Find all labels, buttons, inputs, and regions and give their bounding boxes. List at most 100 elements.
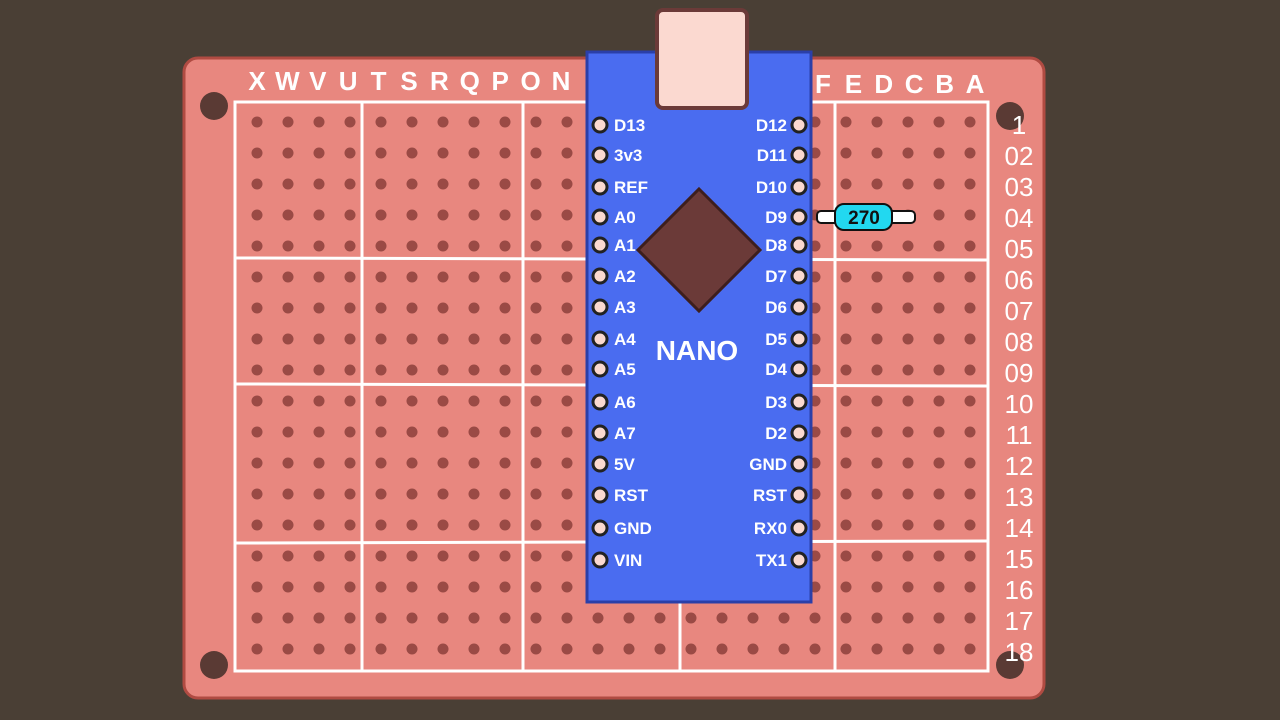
- pin-right[interactable]: [790, 267, 808, 285]
- row-number: 03: [1005, 172, 1034, 202]
- pin-left[interactable]: [591, 330, 609, 348]
- board-hole: [561, 209, 573, 221]
- board-hole: [840, 488, 852, 500]
- board-hole: [375, 643, 387, 655]
- board-hole: [282, 333, 294, 345]
- pin-label-right: D9: [765, 208, 787, 227]
- board-hole: [437, 209, 449, 221]
- board-hole: [282, 426, 294, 438]
- pin-right[interactable]: [790, 146, 808, 164]
- row-number: 06: [1005, 265, 1034, 295]
- pin-left[interactable]: [591, 486, 609, 504]
- pin-left[interactable]: [591, 146, 609, 164]
- pin-left[interactable]: [591, 519, 609, 537]
- column-letter: S: [400, 66, 417, 96]
- board-hole: [499, 364, 511, 376]
- pin-right[interactable]: [790, 424, 808, 442]
- pin-label-right: D3: [765, 393, 787, 412]
- board-hole: [840, 519, 852, 531]
- board-hole: [499, 426, 511, 438]
- board-hole: [313, 643, 325, 655]
- nano-body[interactable]: [585, 50, 813, 604]
- board-hole: [313, 271, 325, 283]
- board-hole: [251, 147, 263, 159]
- board-hole: [499, 147, 511, 159]
- row-number: 12: [1005, 451, 1034, 481]
- pin-right[interactable]: [790, 360, 808, 378]
- pin-left[interactable]: [591, 424, 609, 442]
- pin-left[interactable]: [591, 236, 609, 254]
- resistor[interactable]: 270: [816, 203, 916, 231]
- board-hole: [871, 581, 883, 593]
- pin-left[interactable]: [591, 551, 609, 569]
- board-hole: [933, 116, 945, 128]
- board-hole: [282, 581, 294, 593]
- board-hole: [530, 240, 542, 252]
- board-hole: [933, 426, 945, 438]
- pin-left[interactable]: [591, 116, 609, 134]
- pin-right[interactable]: [790, 236, 808, 254]
- board-hole: [282, 519, 294, 531]
- board-hole: [623, 643, 635, 655]
- board-hole: [375, 581, 387, 593]
- board-hole: [561, 519, 573, 531]
- board-hole: [964, 519, 976, 531]
- resistor-body[interactable]: [834, 203, 893, 231]
- pin-right[interactable]: [790, 393, 808, 411]
- board-hole: [468, 457, 480, 469]
- board-hole: [437, 364, 449, 376]
- pin-right[interactable]: [790, 455, 808, 473]
- board-hole: [468, 364, 480, 376]
- pin-left[interactable]: [591, 393, 609, 411]
- board-hole: [406, 643, 418, 655]
- board-hole: [871, 488, 883, 500]
- board-hole: [902, 612, 914, 624]
- pin-right[interactable]: [790, 486, 808, 504]
- board-hole: [747, 612, 759, 624]
- pin-right[interactable]: [790, 208, 808, 226]
- board-hole: [530, 643, 542, 655]
- pin-label-right: D8: [765, 236, 787, 255]
- pin-right[interactable]: [790, 178, 808, 196]
- column-letter: A: [966, 69, 985, 99]
- board-hole: [406, 581, 418, 593]
- board-hole: [840, 302, 852, 314]
- pin-right[interactable]: [790, 551, 808, 569]
- column-letter: X: [248, 66, 266, 96]
- pin-right[interactable]: [790, 298, 808, 316]
- pin-left[interactable]: [591, 455, 609, 473]
- board-hole: [871, 147, 883, 159]
- board-hole: [530, 550, 542, 562]
- pin-label-right: D5: [765, 330, 787, 349]
- nano-pins[interactable]: D133v3REFA0A1A2A3A4A5A6A75VRSTGNDVIND12D…: [591, 116, 808, 570]
- pin-left[interactable]: [591, 298, 609, 316]
- board-hole: [282, 395, 294, 407]
- board-hole: [933, 550, 945, 562]
- pin-left[interactable]: [591, 360, 609, 378]
- pin-left[interactable]: [591, 208, 609, 226]
- board-hole: [964, 581, 976, 593]
- board-hole: [499, 643, 511, 655]
- board-hole: [344, 457, 356, 469]
- board-hole: [468, 426, 480, 438]
- pin-right[interactable]: [790, 330, 808, 348]
- row-number: 17: [1005, 606, 1034, 636]
- board-hole: [902, 488, 914, 500]
- pin-left[interactable]: [591, 267, 609, 285]
- pin-label-right: D7: [765, 267, 787, 286]
- pin-right[interactable]: [790, 519, 808, 537]
- board-hole: [840, 581, 852, 593]
- board-hole: [902, 581, 914, 593]
- pin-right[interactable]: [790, 116, 808, 134]
- pin-label-left: A2: [614, 267, 636, 286]
- arduino-nano[interactable]: NANO D133v3REFA0A1A2A3A4A5A6A75VRSTGNDVI…: [585, 8, 813, 604]
- board-hole: [561, 488, 573, 500]
- board-hole: [561, 612, 573, 624]
- board-hole: [406, 519, 418, 531]
- board-hole: [530, 426, 542, 438]
- board-hole: [964, 271, 976, 283]
- pin-left[interactable]: [591, 178, 609, 196]
- pin-label-right: TX1: [756, 551, 787, 570]
- board-hole: [375, 550, 387, 562]
